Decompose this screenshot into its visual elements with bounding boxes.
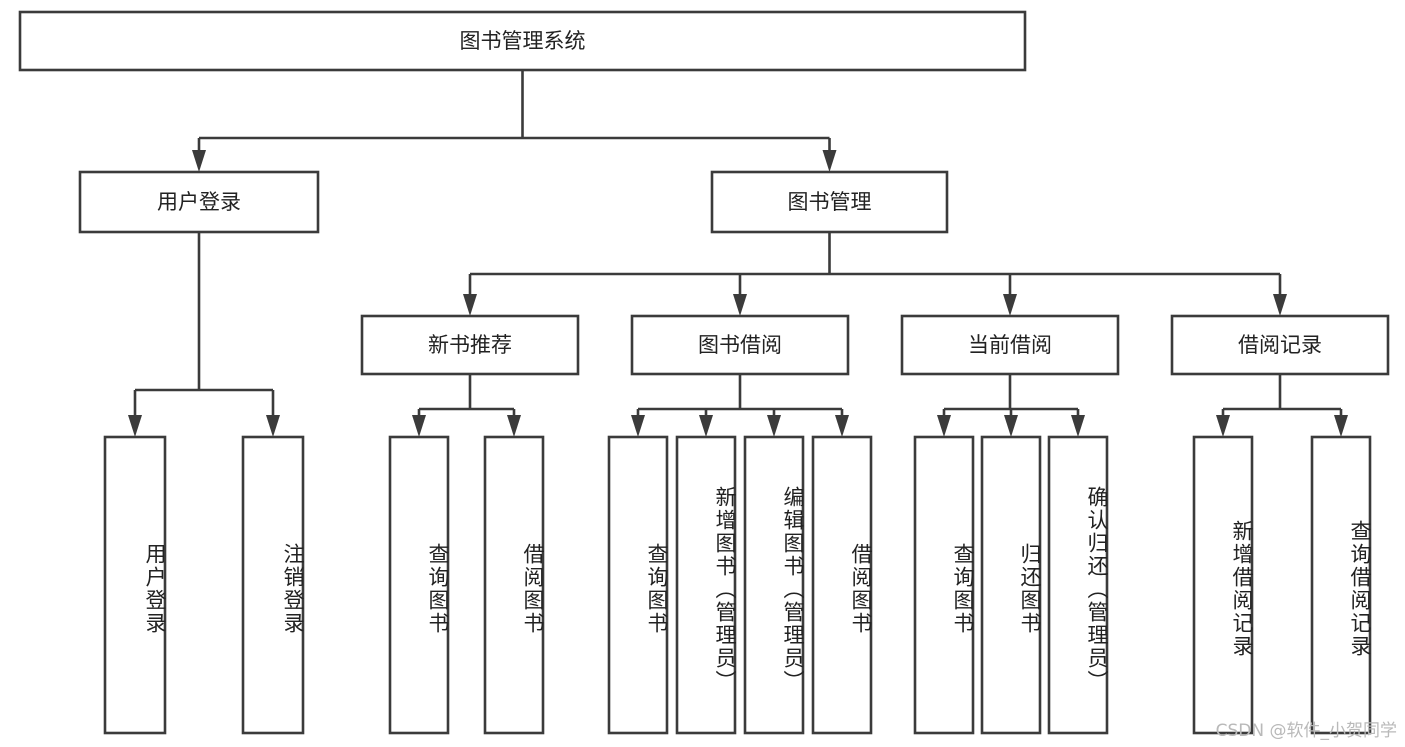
node-user-login-label: 用户登录	[157, 190, 241, 214]
node-leaf-query-book-2[interactable]	[607, 435, 669, 735]
arrow-down-icon	[631, 415, 645, 437]
arrow-down-icon	[733, 294, 747, 316]
arrow-down-icon	[1003, 294, 1017, 316]
node-leaf-borrow-book-2[interactable]	[811, 435, 873, 735]
node-user-login[interactable]	[78, 170, 320, 234]
node-new-book-recommend[interactable]	[360, 314, 580, 376]
node-book-manage[interactable]	[710, 170, 949, 234]
arrow-down-icon	[463, 294, 477, 316]
node-borrow-record[interactable]	[1170, 314, 1390, 376]
csdn-watermark: CSDN @软件_小贺同学	[1215, 721, 1397, 741]
node-leaf-user-logout[interactable]	[241, 435, 305, 735]
node-borrow-record-label: 借阅记录	[1238, 333, 1322, 357]
node-leaf-query-book-3[interactable]	[913, 435, 975, 735]
node-leaf-query-book-1[interactable]	[388, 435, 450, 735]
arrow-down-icon	[699, 415, 713, 437]
arrow-down-icon	[266, 415, 280, 437]
node-book-borrow[interactable]	[630, 314, 850, 376]
arrow-down-icon	[1071, 415, 1085, 437]
node-new-book-recommend-label: 新书推荐	[428, 333, 512, 357]
node-current-borrow[interactable]	[900, 314, 1120, 376]
node-leaf-query-record[interactable]	[1310, 435, 1372, 735]
connectors-layer	[128, 70, 1348, 437]
node-leaf-confirm-return[interactable]	[1047, 435, 1109, 735]
arrow-down-icon	[937, 415, 951, 437]
node-root-system-label: 图书管理系统	[460, 29, 586, 53]
arrow-down-icon	[128, 415, 142, 437]
arrow-down-icon	[1273, 294, 1287, 316]
arrow-down-icon	[1216, 415, 1230, 437]
node-root-system[interactable]	[18, 10, 1027, 72]
boxes-layer	[18, 10, 1390, 735]
arrow-down-icon	[1004, 415, 1018, 437]
arrow-down-icon	[1334, 415, 1348, 437]
arrow-down-icon	[822, 150, 837, 172]
node-leaf-return-book[interactable]	[980, 435, 1042, 735]
arrow-down-icon	[767, 415, 781, 437]
node-current-borrow-label: 当前借阅	[968, 333, 1052, 357]
node-leaf-user-login[interactable]	[103, 435, 167, 735]
arrow-down-icon	[835, 415, 849, 437]
node-leaf-edit-book[interactable]	[743, 435, 805, 735]
node-leaf-add-book[interactable]	[675, 435, 737, 735]
arrow-down-icon	[412, 415, 426, 437]
node-book-manage-label: 图书管理	[788, 190, 872, 214]
node-leaf-borrow-book-1[interactable]	[483, 435, 545, 735]
arrow-down-icon	[192, 150, 206, 172]
node-book-borrow-label: 图书借阅	[698, 333, 782, 357]
node-leaf-add-record[interactable]	[1192, 435, 1254, 735]
arrow-down-icon	[507, 415, 521, 437]
